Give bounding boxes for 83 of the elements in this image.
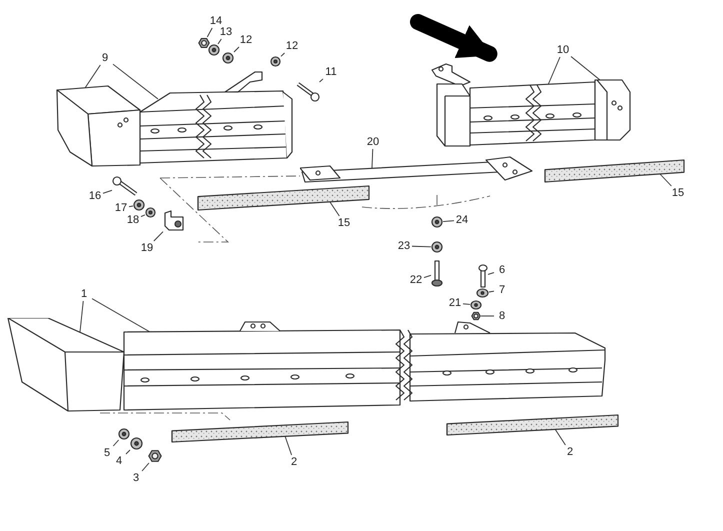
bumper-drawing: [54, 70, 294, 168]
leader-line: [142, 462, 150, 472]
leader-line: [660, 174, 672, 186]
callout-number: 19: [140, 242, 154, 254]
leader-line: [372, 148, 374, 168]
bar-drawing: [196, 184, 371, 212]
callout-number: 8: [498, 310, 506, 322]
washer-drawing: [431, 216, 443, 228]
nut-drawing: [198, 37, 210, 49]
washer-drawing: [476, 288, 489, 298]
leader-line: [206, 28, 213, 38]
leader-line: [462, 303, 470, 305]
callout-number: 9: [102, 52, 108, 64]
leader-line: [92, 298, 150, 332]
callout-number: 12: [286, 40, 298, 52]
bolt-drawing: [431, 260, 443, 287]
callout-number: 1: [80, 288, 88, 300]
leader-line: [112, 440, 120, 446]
leader-line: [442, 220, 454, 222]
leader-line: [140, 214, 146, 218]
callout-number: 5: [104, 447, 110, 459]
leader-line: [112, 64, 158, 100]
callout-number: 11: [325, 66, 337, 78]
nut-drawing: [471, 311, 481, 321]
washer-drawing: [470, 300, 482, 310]
leader-line: [218, 38, 222, 44]
arrow: [410, 14, 498, 62]
callout-number: 15: [672, 187, 684, 199]
callout-number: 3: [132, 472, 140, 484]
leader-line: [128, 206, 134, 208]
bumper-drawing: [430, 62, 632, 148]
bar-drawing: [445, 413, 620, 437]
washer-drawing: [270, 56, 281, 67]
callout-number: 4: [116, 455, 122, 467]
callout-number: 2: [566, 446, 574, 458]
callout-number: 6: [498, 264, 506, 276]
callout-number: 2: [290, 456, 298, 468]
leader-line: [330, 202, 340, 216]
callout-number: 16: [88, 190, 102, 202]
leader-line: [153, 231, 164, 242]
washer-drawing: [431, 241, 443, 253]
leader-line: [84, 64, 101, 88]
nut-drawing: [148, 449, 162, 463]
leader-line: [80, 300, 84, 332]
bar-drawing: [170, 420, 350, 444]
washer-drawing: [133, 199, 145, 211]
callout-number: 17: [114, 202, 128, 214]
callout-number: 24: [456, 214, 468, 226]
callout-number: 7: [498, 284, 506, 296]
callout-number: 14: [210, 15, 222, 27]
washer-drawing: [208, 44, 220, 56]
callout-number: 12: [240, 34, 252, 46]
leader-line: [412, 246, 432, 248]
leader-line: [548, 56, 560, 86]
leader-line: [102, 190, 112, 194]
bolt-drawing: [112, 176, 138, 196]
leader-line: [488, 290, 494, 292]
leader-line: [554, 428, 566, 446]
leader-line: [284, 436, 292, 456]
leader-line: [424, 274, 432, 278]
frame-drawing: [300, 155, 535, 185]
leader-line: [280, 52, 285, 57]
bolt-drawing: [296, 82, 320, 102]
clip-drawing: [163, 209, 185, 232]
callout-number: 10: [556, 44, 570, 56]
washer-drawing: [130, 437, 143, 450]
washer-drawing: [145, 207, 156, 218]
leader-line: [488, 272, 494, 275]
callout-number: 15: [338, 217, 350, 229]
washer-drawing: [222, 52, 234, 64]
bolt-drawing: [478, 264, 488, 288]
bar-drawing: [543, 158, 686, 184]
callout-number: 22: [410, 274, 422, 286]
callout-number: 18: [126, 214, 140, 226]
leader-line: [570, 56, 600, 80]
callout-number: 13: [220, 26, 232, 38]
leader-line: [234, 46, 240, 52]
callout-number: 21: [448, 297, 462, 309]
callout-number: 23: [398, 240, 410, 252]
washer-drawing: [118, 428, 130, 440]
leader-line: [126, 450, 130, 454]
callout-number: 20: [366, 136, 380, 148]
leader-line: [319, 78, 324, 82]
